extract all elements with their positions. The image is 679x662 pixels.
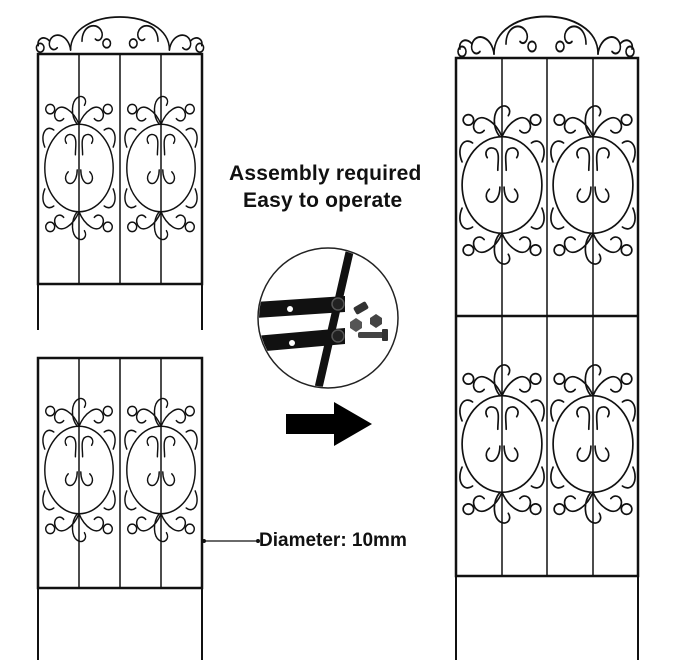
- bolt-assembly-detail: [257, 247, 399, 389]
- assembled-panel: [454, 15, 640, 660]
- headline-easy: Easy to operate: [243, 189, 403, 212]
- right-arrow-icon: [286, 402, 372, 446]
- headline-assembly: Assembly required: [229, 162, 422, 185]
- top-panel: [35, 16, 205, 330]
- bottom-panel: [36, 356, 204, 660]
- diameter-pointer: [202, 539, 260, 543]
- diameter-label: Diameter: 10mm: [259, 530, 407, 551]
